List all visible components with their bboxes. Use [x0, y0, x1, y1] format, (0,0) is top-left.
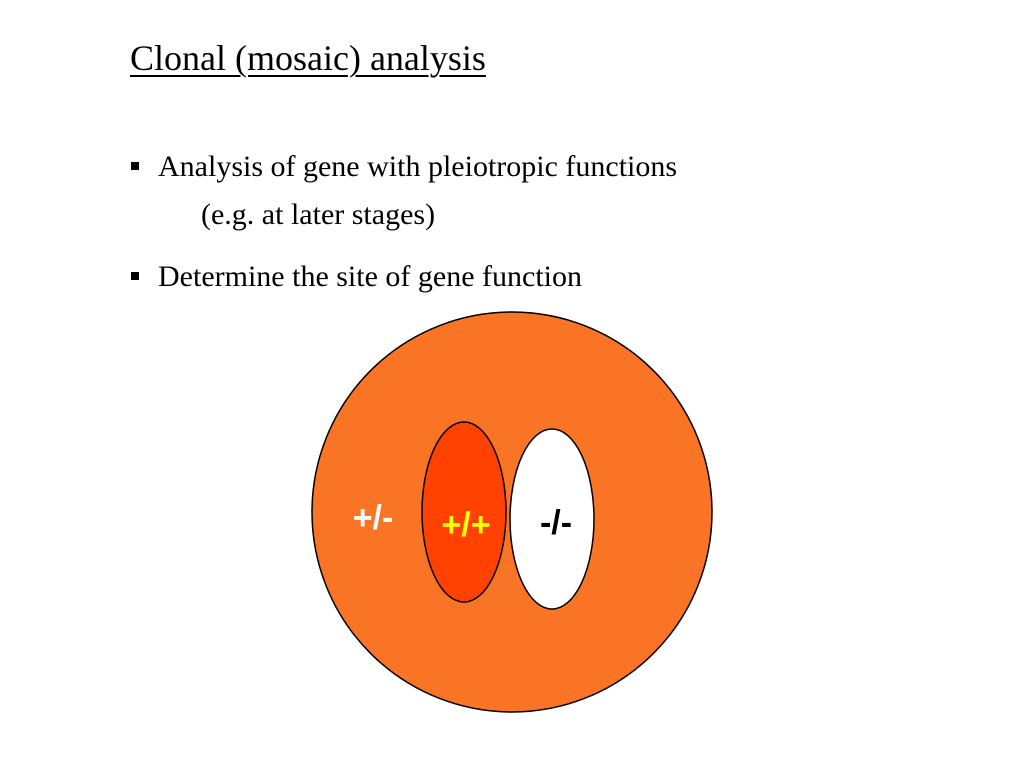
genotype-label-heterozygous: +/-	[353, 499, 394, 537]
bullet-text: Determine the site of gene function	[158, 260, 583, 293]
slide-title: Clonal (mosaic) analysis	[130, 38, 486, 78]
square-bullet-icon	[131, 162, 139, 171]
square-bullet-icon	[131, 272, 139, 281]
bullet-text: Analysis of gene with pleiotropic functi…	[158, 150, 678, 183]
clone-mutant	[509, 428, 595, 610]
bullet-item-site: Determine the site of gene function	[131, 260, 582, 294]
bullet-item-pleiotropic: Analysis of gene with pleiotropic functi…	[131, 150, 677, 184]
genotype-label-mutant: -/-	[540, 504, 572, 542]
genotype-label-wildtype: +/+	[441, 506, 490, 544]
clone-wildtype	[421, 421, 507, 603]
bullet-continuation-text: (e.g. at later stages)	[201, 198, 436, 231]
